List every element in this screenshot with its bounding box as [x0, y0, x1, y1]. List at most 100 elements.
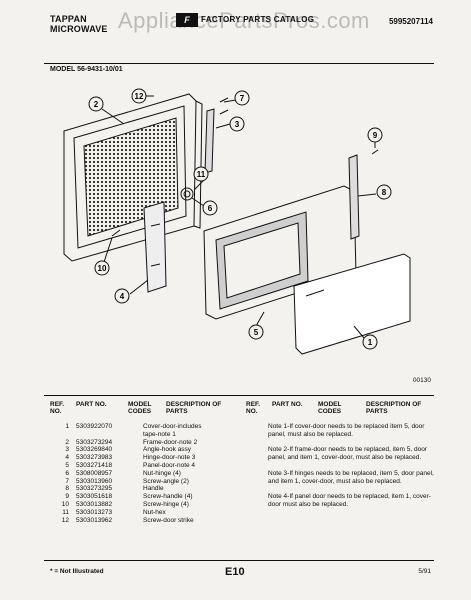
note-item: Note 2-If frame-door needs to be replace…	[268, 446, 427, 462]
svg-text:2: 2	[94, 100, 99, 109]
col-desc-header-2: DESCRIPTION OF PARTS	[366, 401, 422, 415]
brand-logo: F	[176, 13, 198, 27]
part-ref: 11	[62, 508, 69, 516]
part-ref: 1	[65, 423, 69, 430]
table-row: 12 5303013962 Screw-door strike	[50, 517, 233, 525]
footer-rule	[44, 560, 434, 561]
part-number: 5303013962	[76, 516, 113, 524]
part-description: Screw-handle (4)	[143, 493, 193, 501]
callout-10: 10	[94, 260, 110, 276]
part-ref: 12	[61, 516, 69, 524]
notes-column: Note 1-If cover-door needs to be replace…	[268, 423, 438, 517]
header-rule	[44, 63, 434, 64]
part-number: 5303013273	[76, 508, 113, 516]
svg-text:1: 1	[368, 338, 373, 347]
callout-12: 12	[131, 88, 147, 104]
legend-not-illustrated: * = Not Illustrated	[50, 568, 104, 575]
part-description: Screw-angle (2)	[143, 477, 189, 485]
table-row: 11 5303013273 Nut-hex	[50, 509, 233, 517]
hex-nut	[180, 187, 194, 201]
door-handle	[348, 154, 360, 240]
svg-text:3: 3	[235, 120, 240, 129]
svg-text:6: 6	[208, 204, 213, 213]
part-description: Screw-hinge (4)	[143, 500, 189, 508]
callout-11: 11	[193, 166, 209, 182]
part-description: Hinge-door-note 3	[143, 454, 196, 462]
callout-1: 1	[362, 334, 378, 350]
part-number: 5303013960	[76, 477, 113, 485]
col-model-header: MODEL CODES	[128, 401, 152, 415]
part-description: Angle-hook assy	[143, 446, 192, 454]
part-number: 5303273294	[76, 438, 113, 446]
table-row: 7 5303013960 Screw-angle (2)	[50, 478, 233, 486]
watermark: AppliancePartsPros.com	[118, 8, 370, 33]
callout-9: 9	[367, 127, 383, 143]
part-ref: 10	[61, 500, 69, 508]
table-row: 10 5303013882 Screw-hinge (4)	[50, 501, 233, 509]
part-number: 5303051618	[76, 493, 113, 501]
part-number: 5303922070	[76, 423, 113, 430]
figure-id: 00130	[412, 377, 431, 384]
angle-hook	[204, 108, 215, 174]
svg-text:8: 8	[382, 188, 387, 197]
model-label: MODEL 56-9431-10/01	[50, 66, 123, 73]
cover-door-outline	[293, 253, 411, 355]
table-row: 8 5303273295 Handle	[50, 485, 233, 493]
svg-text:12: 12	[135, 92, 144, 101]
table-row: 3 5303269840 Angle-hook assy	[50, 446, 233, 454]
part-ref: 2	[65, 438, 69, 446]
table-top-rule	[44, 395, 434, 396]
part-number: 5303013882	[76, 500, 113, 508]
col-part-header: PART NO.	[76, 401, 107, 408]
page-number: E10	[225, 566, 245, 578]
brand-line-2: MICROWAVE	[50, 24, 108, 34]
table-row: 5 5303271418 Panel-door-note 4	[50, 462, 233, 470]
callout-2: 2	[88, 96, 104, 112]
part-ref: 6	[65, 469, 69, 477]
col-model-header-2: MODEL CODES	[318, 401, 342, 415]
callout-8: 8	[376, 184, 392, 200]
part-ref: 5	[65, 461, 69, 469]
part-description: Screw-door strike	[143, 516, 194, 524]
part-ref: 3	[65, 446, 69, 454]
col-ref-header: REF. NO.	[50, 401, 65, 415]
svg-text:10: 10	[98, 264, 107, 273]
callout-5: 5	[248, 324, 264, 340]
note-item: Note 1-If cover-door needs to be replace…	[268, 423, 425, 438]
part-number	[76, 431, 143, 439]
part-number: 5303273983	[76, 454, 113, 462]
exploded-diagram: 12 2 7 3 9 11 6 8 10 4 5 1	[63, 88, 411, 355]
svg-text:4: 4	[120, 292, 125, 301]
svg-text:11: 11	[197, 170, 206, 179]
part-ref: 8	[65, 485, 69, 493]
part-description: Nut-hex	[143, 508, 166, 516]
col-desc-header: DESCRIPTION OF PARTS	[166, 401, 222, 415]
table-row: tape-note 1	[50, 431, 233, 439]
svg-text:7: 7	[240, 94, 245, 103]
col-part-header-2: PART NO.	[272, 401, 303, 408]
callout-4: 4	[114, 288, 130, 304]
part-ref: 7	[65, 477, 69, 485]
part-ref: 4	[65, 454, 69, 462]
part-number: 5303269840	[76, 446, 113, 454]
part-number: 5308008957	[76, 469, 113, 477]
part-ref	[50, 431, 76, 439]
part-description: Panel-door-note 4	[143, 461, 196, 469]
note-item: Note 4-If panel door needs to be replace…	[268, 493, 431, 508]
svg-text:9: 9	[373, 131, 378, 140]
brand-block: TAPPAN MICROWAVE	[50, 14, 108, 34]
svg-text:5: 5	[254, 328, 259, 337]
note-item: Note 3-If hinges needs to be replaced, i…	[268, 469, 434, 485]
catalog-title: FACTORY PARTS CATALOG	[201, 15, 315, 24]
col-ref-header-2: REF. NO.	[246, 401, 261, 415]
part-number: 5303271418	[76, 461, 113, 469]
part-number: 5303273295	[76, 485, 113, 493]
part-description: Handle	[143, 485, 164, 493]
callout-6: 6	[202, 200, 218, 216]
door-hinge	[143, 201, 167, 293]
